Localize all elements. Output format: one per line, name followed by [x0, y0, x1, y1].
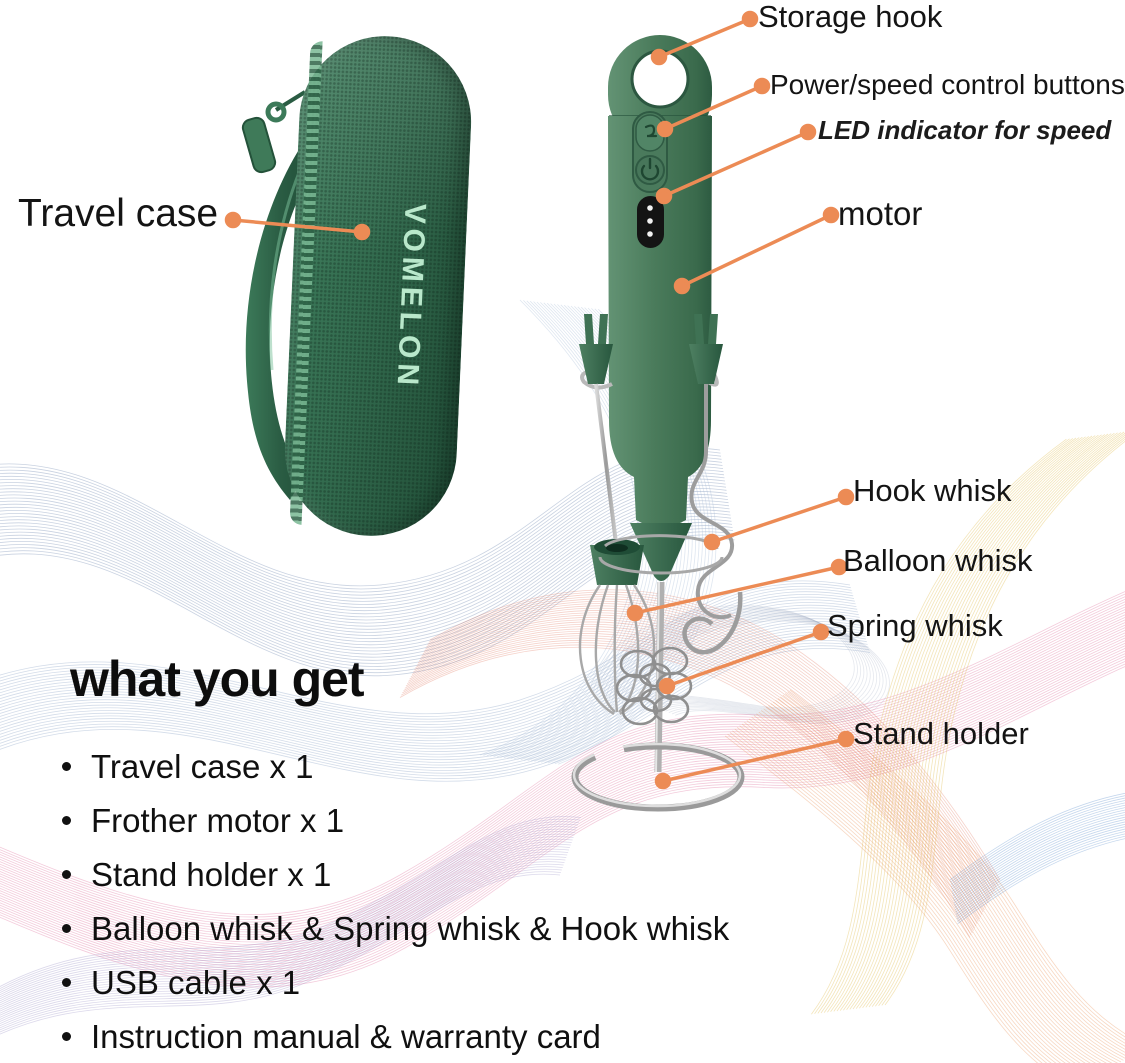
callout-travel-case: [224, 211, 371, 241]
list-item: Stand holder x 1: [62, 856, 729, 893]
led-dot-1: [647, 205, 653, 211]
wrist-strap-highlight: [268, 169, 302, 371]
balloon-whisk-cup: [590, 545, 644, 585]
speed-icon: [644, 124, 658, 138]
bullet: [62, 978, 71, 987]
included-items-list: Travel case x 1 Frother motor x 1 Stand …: [62, 748, 729, 1063]
bullet: [62, 870, 71, 879]
zipper-pull: [241, 116, 277, 174]
bullet: [62, 762, 71, 771]
label-motor: motor: [838, 195, 923, 232]
bullet: [62, 1032, 71, 1041]
callout-stand-holder: [654, 730, 855, 790]
list-item-text: USB cable x 1: [91, 964, 301, 1001]
wrist-strap-loop: [245, 140, 316, 500]
label-storage-hook: Storage hook: [758, 0, 943, 34]
list-item-text: Stand holder x 1: [91, 856, 332, 893]
whisk-head-left-body: [579, 344, 613, 384]
power-icon: [640, 157, 660, 181]
list-item: Balloon whisk & Spring whisk & Hook whis…: [62, 910, 729, 947]
label-hook-whisk: Hook whisk: [853, 473, 1012, 508]
callout-led: [655, 123, 817, 205]
whisk-head-right: [694, 314, 718, 344]
list-item-text: Balloon whisk & Spring whisk & Hook whis…: [91, 910, 730, 947]
list-item-text: Frother motor x 1: [91, 802, 345, 839]
page-title: what you get: [70, 651, 365, 707]
label-led-indicator: LED indicator for speed: [818, 115, 1112, 145]
hanger-wire-left: [580, 369, 613, 390]
list-item: Travel case x 1: [62, 748, 729, 785]
hook-whisk-hook: [682, 591, 743, 655]
callout-storage-hook: [650, 10, 759, 66]
label-spring-whisk: Spring whisk: [827, 608, 1003, 643]
zipper-ring: [265, 101, 287, 123]
label-travel-case: Travel case: [18, 192, 219, 235]
balloon-whisk-shaft: [594, 383, 618, 544]
led-dot-3: [647, 231, 653, 237]
callout-power-speed: [656, 77, 771, 138]
callout-balloon-whisk: [626, 558, 848, 622]
list-item: USB cable x 1: [62, 964, 729, 1001]
hook-whisk-wire: [689, 384, 734, 620]
list-item-text: Travel case x 1: [91, 748, 314, 785]
collar-coil: [598, 556, 724, 575]
motor-body: [608, 116, 712, 527]
label-balloon-whisk: Balloon whisk: [843, 543, 1033, 578]
bullet: [62, 816, 71, 825]
label-stand-holder: Stand holder: [853, 716, 1029, 751]
label-power-speed: Power/speed control buttons: [770, 69, 1125, 100]
callout-motor: [673, 206, 840, 295]
callout-hook-whisk: [703, 488, 855, 551]
led-dot-2: [647, 218, 653, 224]
stand-rod-highlight: [655, 581, 660, 773]
list-item: Frother motor x 1: [62, 802, 729, 839]
balloon-whisk-cup-hole: [606, 544, 628, 552]
whisk-head-right-body: [689, 344, 723, 384]
list-item-text: Instruction manual & warranty card: [91, 1018, 601, 1055]
list-item: Instruction manual & warranty card: [62, 1018, 729, 1055]
callout-spring-whisk: [658, 623, 830, 695]
stand-base-highlight: [572, 742, 742, 808]
bullet: [62, 924, 71, 933]
stand-rod: [654, 581, 665, 773]
spring-whisk: [615, 646, 693, 726]
whisk-head-left: [584, 314, 608, 344]
